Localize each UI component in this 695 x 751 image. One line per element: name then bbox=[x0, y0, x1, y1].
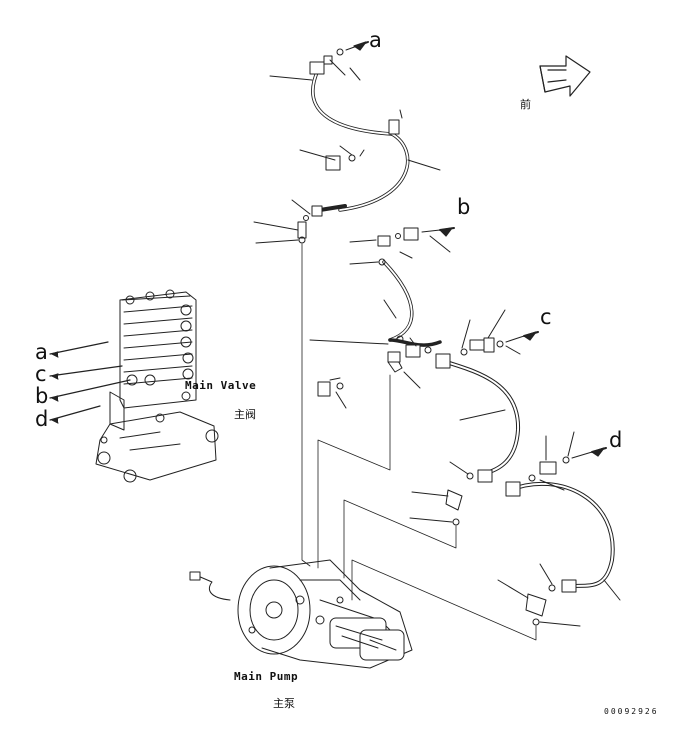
main-valve-caption: Main Valve bbox=[185, 379, 257, 392]
main-pump-caption-cn: 主泵 bbox=[273, 697, 295, 710]
connection-label-b: b bbox=[457, 195, 471, 219]
valve-label-c: c bbox=[35, 362, 47, 386]
connection-label-a: a bbox=[369, 28, 382, 52]
connection-arrows bbox=[353, 41, 605, 457]
valve-label-b: b bbox=[35, 384, 49, 408]
drawing-code: 00092926 bbox=[604, 707, 659, 716]
main-valve bbox=[95, 289, 219, 483]
front-arrow-icon bbox=[539, 55, 591, 97]
hose-d-assembly bbox=[497, 431, 621, 627]
valve-label-d: d bbox=[35, 407, 49, 431]
valve-port-arrows bbox=[49, 341, 131, 424]
connection-label-c: c bbox=[540, 305, 552, 329]
hose-a-assembly bbox=[253, 41, 441, 244]
main-pump-caption: Main Pump bbox=[234, 670, 299, 683]
main-valve-caption-cn: 主阀 bbox=[234, 408, 256, 421]
valve-label-a: a bbox=[35, 340, 48, 364]
routing-lines bbox=[301, 243, 537, 641]
hose-c-assembly bbox=[409, 309, 539, 526]
front-caption: 前 bbox=[520, 98, 531, 111]
connection-label-d: d bbox=[609, 428, 623, 452]
main-pump bbox=[189, 559, 413, 669]
hose-b-assembly bbox=[309, 227, 455, 409]
